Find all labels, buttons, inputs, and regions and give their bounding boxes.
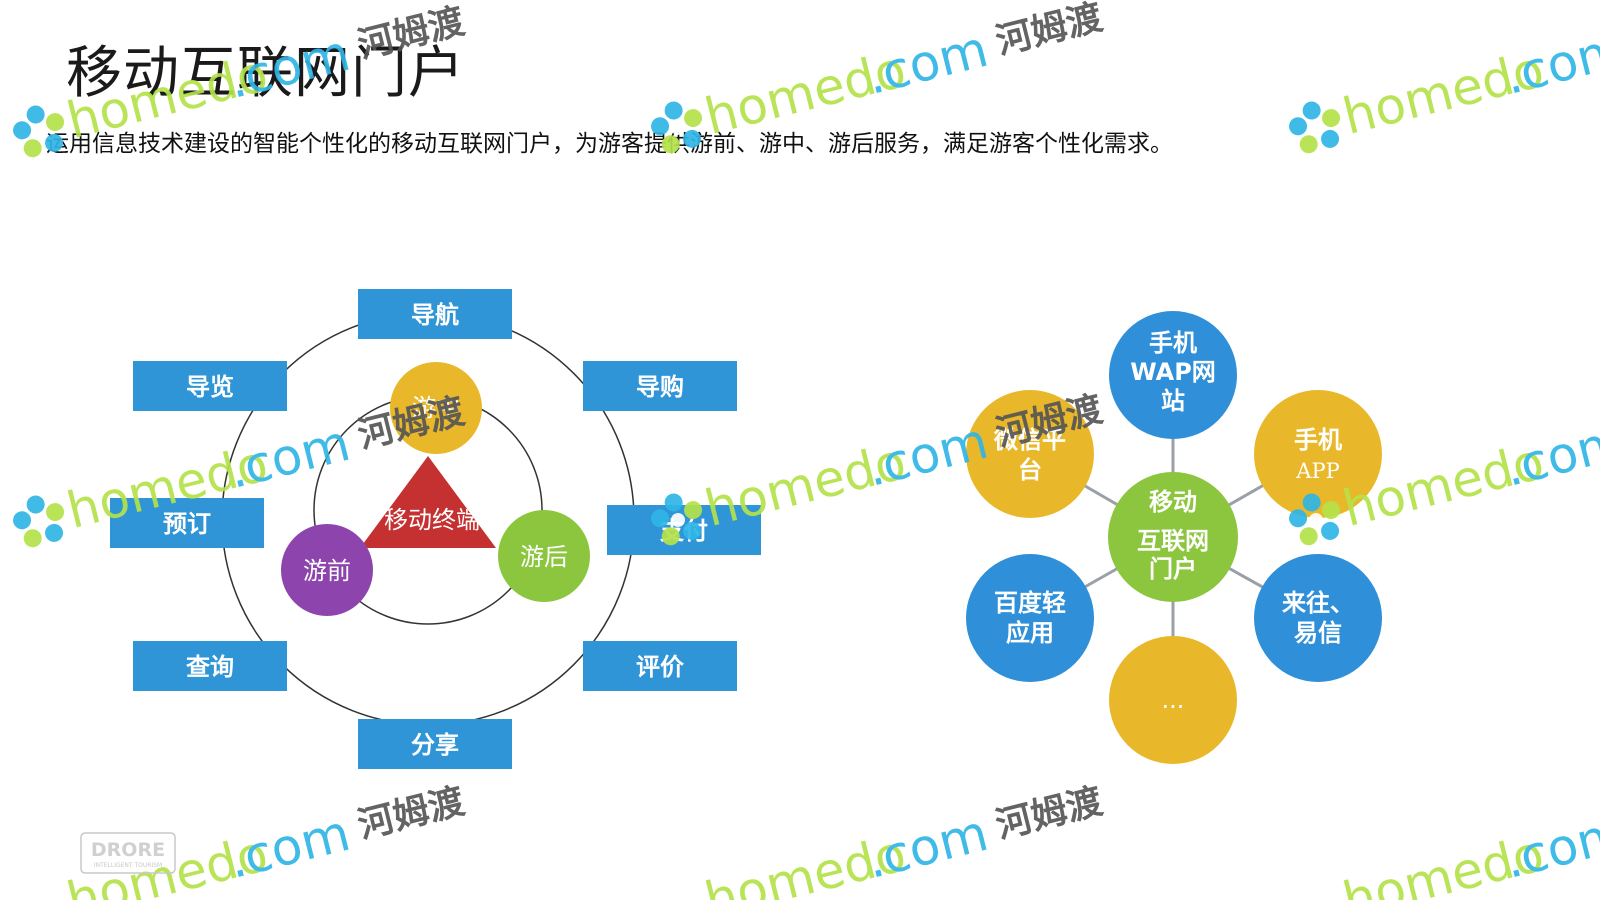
phase-during: 游中 xyxy=(390,362,482,454)
channel-baidu-line-2: 应用 xyxy=(1006,619,1054,647)
terminal-triangle xyxy=(360,456,496,548)
service-booking-label: 预订 xyxy=(163,510,211,538)
service-box-navigation: 导航 xyxy=(358,289,512,339)
phase-after-label: 游后 xyxy=(520,543,568,571)
phase-after: 游后 xyxy=(498,510,590,602)
watermark-8: homedo .com 河姆渡 xyxy=(699,781,1107,900)
hub-line-2: 互联网 xyxy=(1137,527,1209,555)
hub-line-3: 门户 xyxy=(1149,555,1197,583)
watermark-cn: 河姆渡 xyxy=(992,781,1107,847)
channel-mobile-wap-line-3: 站 xyxy=(1161,387,1185,415)
slide-title: 移动互联网门户 xyxy=(66,41,465,106)
watermark-domain: .com xyxy=(860,412,993,498)
channel-laiwang-yixin-line-2: 易信 xyxy=(1294,619,1342,647)
watermark-flower-icon xyxy=(1289,493,1341,546)
portal-channel-diagram: 移动 互联网 门户 手机 WAP网 站 手机 APP 来往、 易信 ... 百度… xyxy=(966,311,1382,764)
watermark-3: homedo .com xyxy=(1289,20,1600,154)
terminal-label: 移动终端 xyxy=(384,506,480,534)
drore-logo: DRORE INTELLIGENT TOURISM xyxy=(80,832,176,874)
service-box-review: 评价 xyxy=(583,641,737,691)
watermark-domain: .com xyxy=(860,20,993,106)
watermark-4: homedo .com 河姆渡 xyxy=(13,391,469,548)
watermark-cn: 河姆渡 xyxy=(354,781,469,847)
watermark-flower-icon xyxy=(651,493,703,546)
channel-laiwang-yixin-line-1: 来往、 xyxy=(1282,589,1354,617)
service-box-booking: 预订 xyxy=(110,498,264,548)
portal-hub: 移动 互联网 门户 xyxy=(1108,472,1238,602)
watermark-domain: .com xyxy=(1498,412,1600,498)
watermark-cn: 河姆渡 xyxy=(992,0,1107,63)
service-box-query: 查询 xyxy=(133,641,287,691)
channel-more: ... xyxy=(1109,636,1237,764)
channel-wechat-line-2: 台 xyxy=(1018,456,1042,484)
phase-before-label: 游前 xyxy=(303,557,351,585)
channel-baidu-line-1: 百度轻 xyxy=(994,589,1066,617)
watermark-2: homedo .com 河姆渡 xyxy=(651,0,1107,154)
channel-mobile-wap-line-2: WAP网 xyxy=(1130,358,1216,386)
channel-mobile-wap-line-1: 手机 xyxy=(1149,329,1197,357)
service-shopping-guide-label: 导购 xyxy=(636,373,684,401)
slide-subtitle: 运用信息技术建设的智能个性化的移动互联网门户，为游客提供游前、游中、游后服务，满… xyxy=(46,131,1173,157)
service-tour-guide-label: 导览 xyxy=(186,373,234,401)
channel-more-label: ... xyxy=(1162,686,1185,714)
watermark-cn: 河姆渡 xyxy=(354,1,469,67)
channel-mobile-wap: 手机 WAP网 站 xyxy=(1109,311,1237,439)
phase-before: 游前 xyxy=(281,524,373,616)
channel-baidu-light-app: 百度轻 应用 xyxy=(966,554,1094,682)
drore-logo-text: DRORE xyxy=(91,839,165,861)
service-navigation-label: 导航 xyxy=(411,301,459,329)
channel-mobile-app-line-1: 手机 xyxy=(1294,426,1342,454)
phase-during-label: 游中 xyxy=(412,394,460,422)
watermark-flower-icon xyxy=(13,495,65,548)
watermark-flower-icon xyxy=(1289,101,1341,154)
watermark-domain: .com xyxy=(222,414,355,500)
watermark-domain: .com xyxy=(1498,804,1600,890)
drore-logo-tagline: INTELLIGENT TOURISM xyxy=(94,862,162,869)
watermark-domain: .com xyxy=(860,804,993,890)
service-review-label: 评价 xyxy=(636,653,685,681)
channel-wechat-line-1: 微信平 xyxy=(993,426,1066,454)
watermark-flower-icon xyxy=(651,101,703,154)
channel-mobile-app: 手机 APP xyxy=(1254,390,1382,518)
watermark-domain: .com xyxy=(222,804,355,890)
watermark-9: homedo .com xyxy=(1337,804,1600,900)
service-box-shopping-guide: 导购 xyxy=(583,361,737,411)
channel-wechat-platform: 微信平 台 xyxy=(966,390,1094,518)
tourism-service-diagram: 移动终端 游中 游前 游后 导航 导购 支付 评价 xyxy=(110,289,761,769)
hub-line-1: 移动 xyxy=(1149,488,1197,516)
service-share-label: 分享 xyxy=(411,731,459,759)
service-query-label: 查询 xyxy=(186,653,234,681)
watermark-5: homedo .com 河姆渡 xyxy=(651,389,1107,546)
watermark-1: homedo .com 河姆渡 xyxy=(13,1,469,158)
service-box-tour-guide: 导览 xyxy=(133,361,287,411)
watermark-flower-icon xyxy=(13,105,65,158)
watermark-domain: .com xyxy=(222,24,355,110)
watermark-domain: .com xyxy=(1498,20,1600,106)
channel-mobile-app-line-2: APP xyxy=(1295,459,1339,483)
service-box-share: 分享 xyxy=(358,719,512,769)
channel-laiwang-yixin: 来往、 易信 xyxy=(1254,554,1382,682)
